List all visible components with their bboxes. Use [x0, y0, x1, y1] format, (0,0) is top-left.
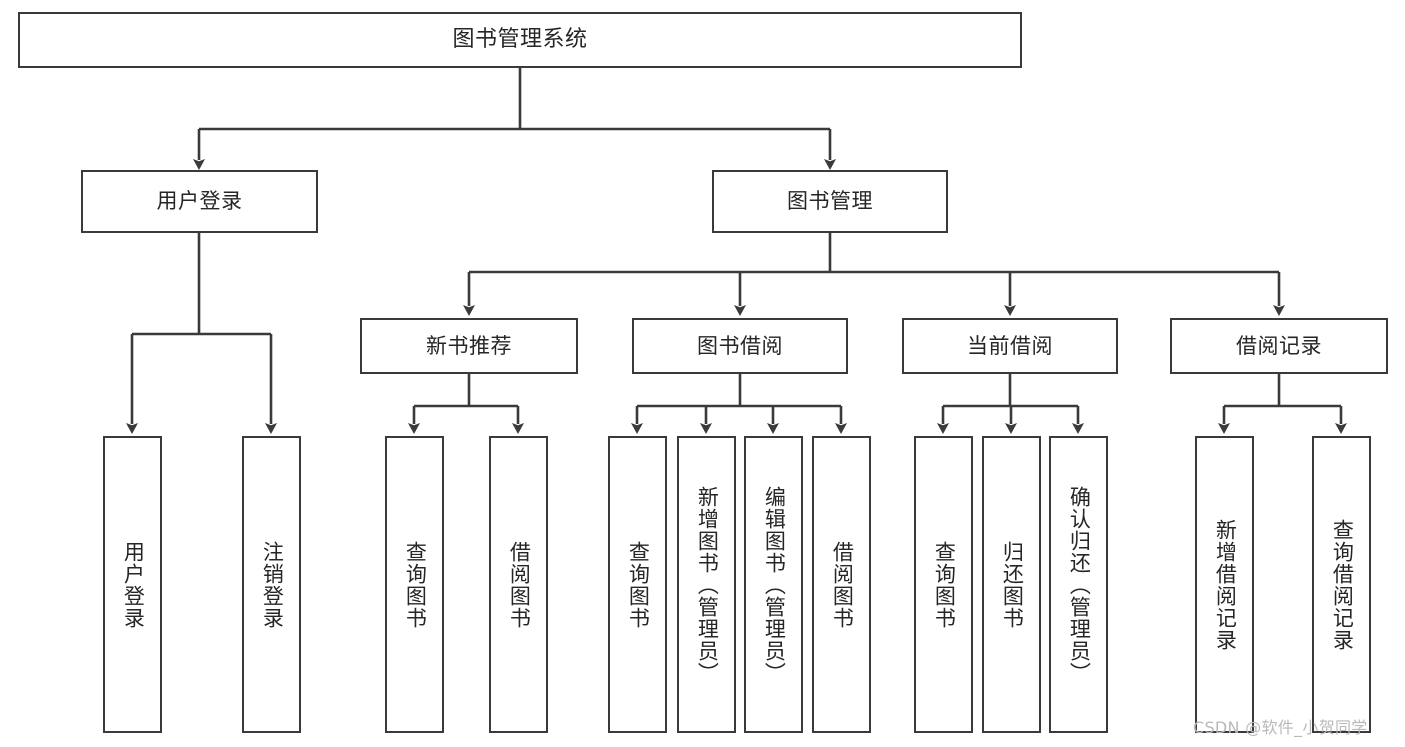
node-leaf-query-book-3[interactable]: 查询图书 [914, 436, 973, 733]
node-label: 查询图书 [403, 540, 428, 629]
node-leaf-query-book-1[interactable]: 查询图书 [385, 436, 444, 733]
node-label: 用户登录 [121, 540, 146, 629]
node-user-login[interactable]: 用户登录 [81, 170, 318, 233]
node-leaf-borrow-book-2[interactable]: 借阅图书 [812, 436, 871, 733]
node-leaf-edit-book[interactable]: 编辑图书（管理员） [744, 436, 803, 733]
node-leaf-query-record[interactable]: 查询借阅记录 [1312, 436, 1371, 733]
node-borrow-record[interactable]: 借阅记录 [1170, 318, 1388, 374]
node-leaf-add-record[interactable]: 新增借阅记录 [1195, 436, 1254, 733]
node-label: 当前借阅 [967, 333, 1053, 358]
node-leaf-return-book[interactable]: 归还图书 [982, 436, 1041, 733]
node-label: 图书管理系统 [452, 27, 588, 53]
node-label: 确认归还（管理员） [1067, 485, 1092, 684]
node-leaf-user-login[interactable]: 用户登录 [103, 436, 162, 733]
node-leaf-add-book[interactable]: 新增图书（管理员） [677, 436, 736, 733]
node-label: 借阅图书 [507, 540, 532, 629]
node-label: 借阅记录 [1236, 333, 1322, 358]
node-leaf-logout-login[interactable]: 注销登录 [242, 436, 301, 733]
node-label: 新增图书（管理员） [695, 485, 720, 684]
node-label: 查询图书 [626, 540, 651, 629]
node-label: 编辑图书（管理员） [762, 485, 787, 684]
node-label: 新书推荐 [426, 333, 512, 358]
node-leaf-query-book-2[interactable]: 查询图书 [608, 436, 667, 733]
node-leaf-confirm-return[interactable]: 确认归还（管理员） [1049, 436, 1108, 733]
node-label: 图书借阅 [697, 333, 783, 358]
node-label: 归还图书 [1000, 540, 1025, 629]
node-new-book-recommend[interactable]: 新书推荐 [360, 318, 578, 374]
node-label: 图书管理 [787, 189, 873, 214]
node-label: 注销登录 [260, 540, 285, 629]
node-book-borrow[interactable]: 图书借阅 [632, 318, 848, 374]
node-leaf-borrow-book-1[interactable]: 借阅图书 [489, 436, 548, 733]
node-book-manage[interactable]: 图书管理 [712, 170, 948, 233]
node-label: 借阅图书 [830, 540, 855, 629]
node-label: 新增借阅记录 [1213, 518, 1238, 651]
csdn-watermark: CSDN @软件_小贺同学 [1193, 718, 1368, 737]
node-current-borrow[interactable]: 当前借阅 [902, 318, 1118, 374]
node-label: 查询图书 [932, 540, 957, 629]
node-label: 查询借阅记录 [1330, 518, 1355, 651]
node-label: 用户登录 [156, 189, 243, 214]
node-root-system[interactable]: 图书管理系统 [18, 12, 1022, 68]
